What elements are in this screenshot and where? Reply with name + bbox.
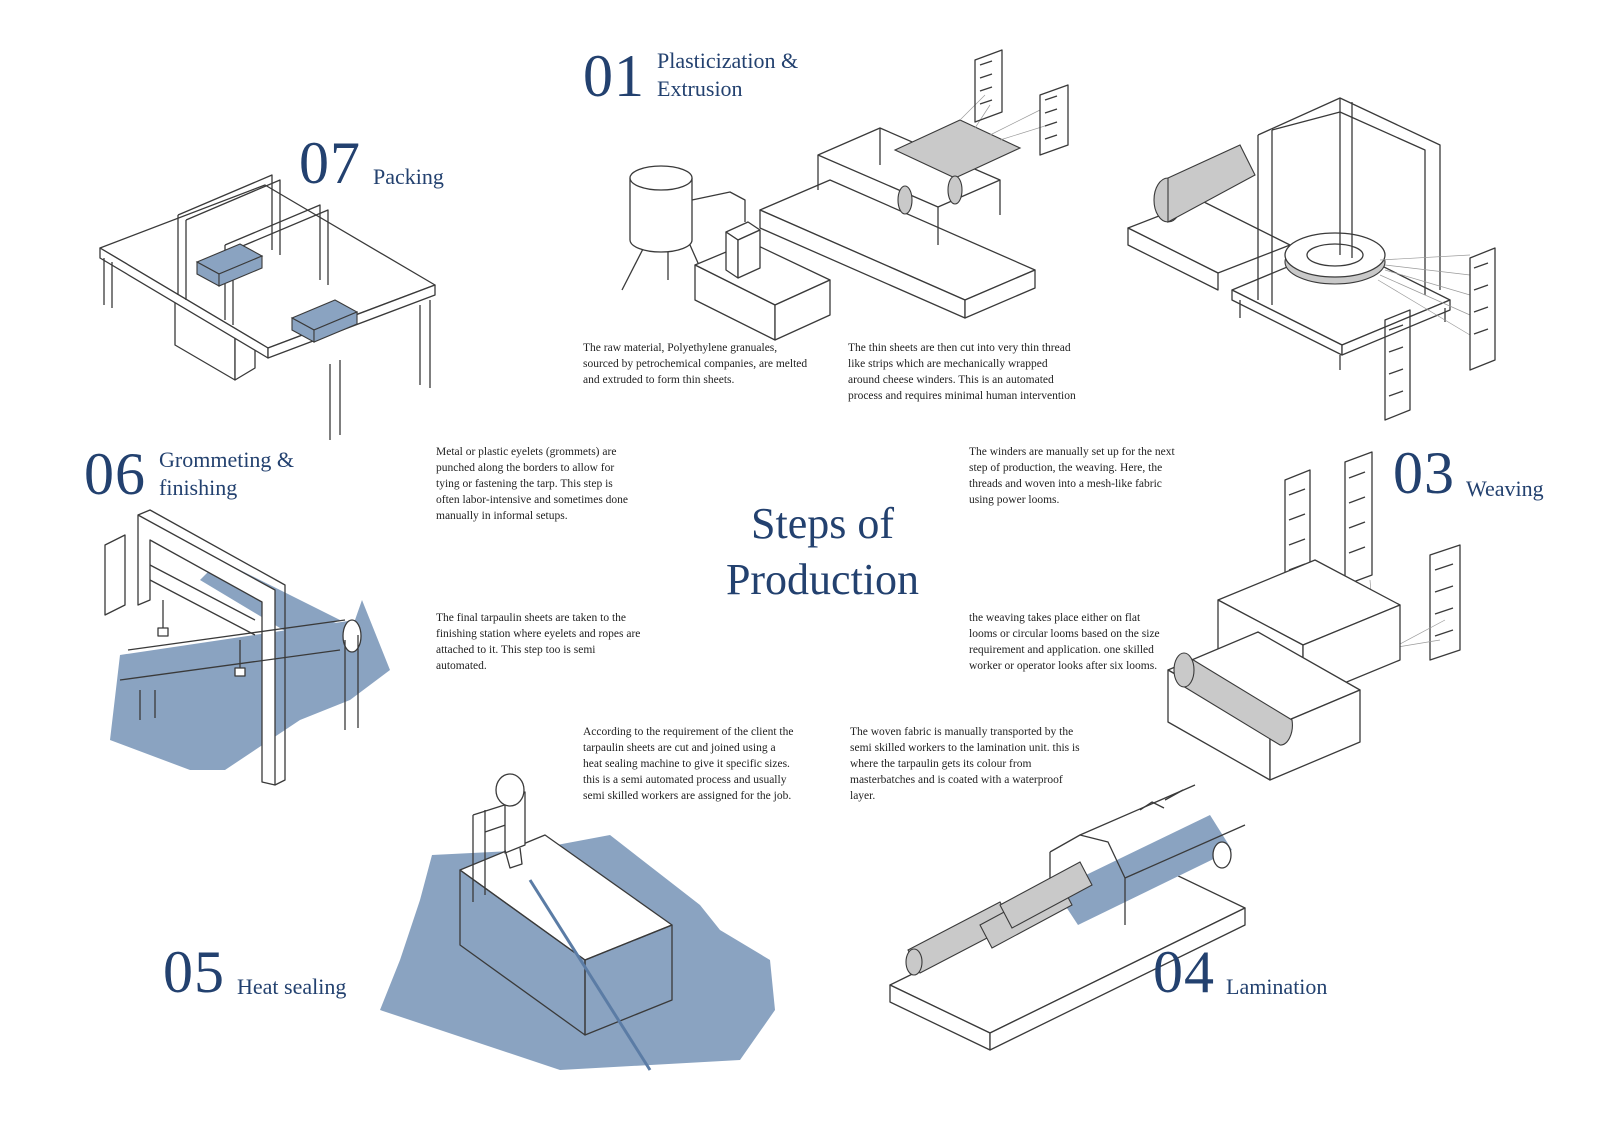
circular-loom-illustration [1127, 97, 1496, 421]
step-number-06: 06 [84, 441, 146, 507]
description-cutting-winding: The thin sheets are then cut into very t… [848, 342, 1076, 402]
description-lamination: The woven fabric is manually transported… [850, 726, 1080, 802]
step-title-packing: Packing [373, 164, 444, 189]
description-extrusion: The raw material, Polyethylene granuales… [583, 342, 808, 386]
step-number-07: 07 [299, 130, 361, 196]
description-heat-sealing: According to the requirement of the clie… [583, 726, 794, 802]
step-number-05: 05 [163, 939, 225, 1005]
diagram-title: Steps of Production [725, 499, 920, 604]
step-title-extrusion: Plasticization & Extrusion [657, 48, 799, 101]
grommeting-illustration [104, 509, 390, 786]
description-looms: the weaving takes place either on flat l… [969, 612, 1160, 672]
step-title-lamination: Lamination [1226, 974, 1328, 999]
flat-loom-illustration [1167, 451, 1461, 781]
step-title-grommeting: Grommeting & finishing [159, 447, 295, 500]
description-finishing: The final tarpaulin sheets are taken to … [436, 612, 641, 672]
heat-sealing-illustration [380, 773, 775, 1071]
step-number-01: 01 [583, 43, 645, 109]
step-number-03: 03 [1393, 440, 1455, 506]
description-winders-weaving: The winders are manually set up for the … [969, 446, 1175, 506]
step-title-weaving: Weaving [1466, 476, 1544, 501]
step-number-04: 04 [1153, 939, 1215, 1005]
step-title-heat-sealing: Heat sealing [237, 974, 347, 999]
extrusion-machine-illustration [621, 49, 1069, 341]
packing-table-illustration [99, 174, 436, 440]
description-grommets: Metal or plastic eyelets (grommets) are … [436, 446, 629, 522]
lamination-machine-illustration [889, 784, 1246, 1051]
